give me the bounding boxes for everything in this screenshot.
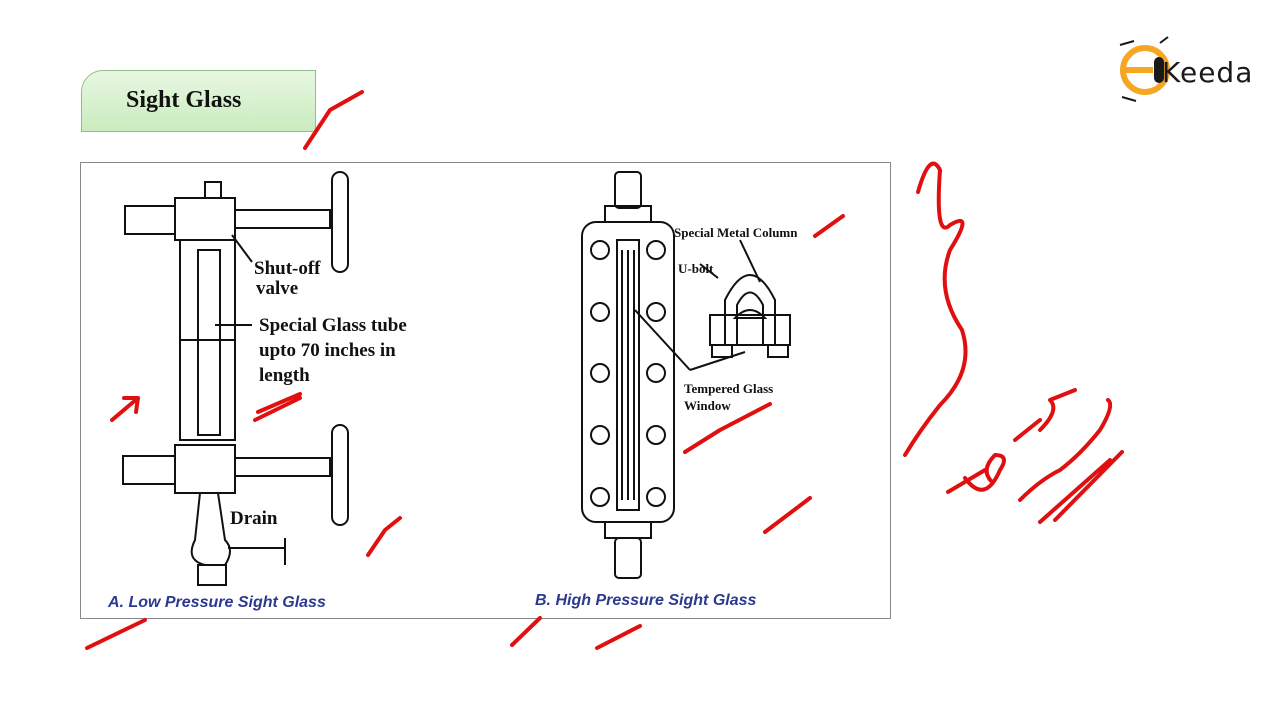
tempered-label-1: Tempered Glass: [684, 381, 774, 396]
tube-label-1: Special Glass tube: [259, 315, 407, 336]
logo-text: Keeda: [1162, 56, 1254, 89]
ekeeda-logo: [1119, 36, 1170, 102]
tube-label-2: upto 70 inches in: [259, 340, 396, 361]
shutoff-label: Shut-off: [254, 258, 321, 279]
drain-label: Drain: [230, 508, 278, 529]
shutoff-label-2: valve: [256, 278, 299, 299]
tube-label-3: length: [259, 365, 310, 386]
title-tab: Sight Glass: [81, 70, 316, 132]
caption-high-pressure: B. High Pressure Sight Glass: [535, 592, 757, 609]
bolts: [590, 240, 666, 507]
tempered-label-2: Window: [684, 398, 731, 413]
caption-low-pressure: A. Low Pressure Sight Glass: [108, 594, 326, 611]
low-pressure-sight-glass: [122, 171, 349, 586]
page-title: Sight Glass: [126, 87, 242, 113]
diagram-frame: [80, 162, 891, 619]
high-pressure-sight-glass: [581, 171, 791, 579]
column-label: Special Metal Column: [674, 225, 798, 240]
ubolt-label: U-bolt: [678, 261, 714, 276]
